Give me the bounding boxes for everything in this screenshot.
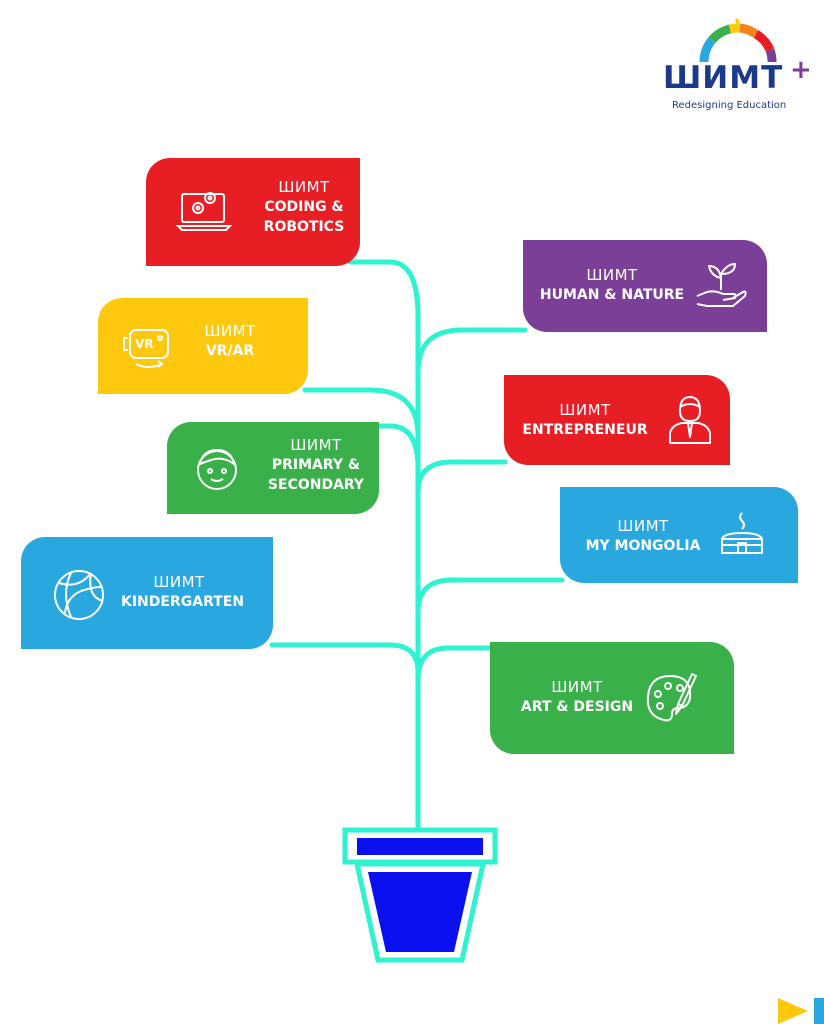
branch-art [415, 645, 495, 683]
card-coding-robotics[interactable]: ШИМТ CODING & ROBOTICS [146, 158, 360, 266]
card-brand: ШИМТ [551, 678, 603, 696]
card-brand: ШИМТ [290, 436, 342, 454]
card-brand: ШИМТ [617, 517, 669, 535]
branch-mongolia [415, 577, 565, 615]
card-brand: ШИМТ [559, 401, 611, 419]
branch-vrar [302, 387, 421, 439]
rainbow-arch-icon [699, 18, 777, 63]
palette-brush-icon [646, 673, 697, 722]
card-my-mongolia[interactable]: ШИМТ MY MONGOLIA [560, 487, 798, 583]
card-human-nature[interactable]: ШИМТ HUMAN & NATURE [523, 240, 767, 332]
card-title-line1: CODING & [264, 199, 344, 215]
corner-arrow-icon [778, 998, 824, 1024]
card-entrepreneur[interactable]: ШИМТ ENTREPRENEUR [504, 375, 730, 465]
hand-sprout-icon [696, 263, 747, 307]
card-title-line2: ROBOTICS [263, 219, 345, 235]
branch-entrepreneur [415, 459, 508, 495]
card-vr-ar[interactable]: VR ШИМТ VR/AR [98, 298, 308, 394]
businessman-icon [669, 396, 711, 444]
card-kindergarten[interactable]: ШИМТ KINDERGARTEN [21, 537, 273, 649]
card-title-line1: ART & DESIGN [520, 699, 634, 715]
card-brand: ШИМТ [153, 573, 205, 591]
card-art-design[interactable]: ШИМТ ART & DESIGN [490, 642, 734, 754]
card-title-line2: SECONDARY [267, 477, 365, 493]
branch-human [415, 327, 528, 375]
card-title-line1: ENTREPRENEUR [522, 422, 648, 438]
logo-plus: + [790, 55, 812, 85]
card-brand: ШИМТ [204, 322, 256, 340]
svg-text:VR: VR [135, 337, 154, 351]
card-title-line1: HUMAN & NATURE [539, 287, 685, 303]
branch-coding [347, 259, 421, 319]
laptop-gears-icon [176, 192, 232, 231]
card-title-line1: VR/AR [205, 343, 255, 359]
flower-pot [342, 827, 498, 963]
card-primary-secondary[interactable]: ШИМТ PRIMARY & SECONDARY [167, 422, 379, 514]
ball-icon [54, 570, 104, 620]
branch-primary [372, 423, 421, 471]
logo-wordmark: ШИМТ [663, 60, 784, 96]
logo-tagline: Redesigning Education [672, 100, 787, 111]
branch-kinder [269, 642, 421, 675]
card-title-line1: KINDERGARTEN [121, 594, 245, 610]
card-title-line1: MY MONGOLIA [585, 538, 701, 554]
ger-tent-icon [721, 512, 763, 554]
vr-headset-icon: VR [123, 329, 169, 368]
boy-face-icon [197, 448, 237, 490]
card-brand: ШИМТ [586, 266, 638, 284]
card-title-line1: PRIMARY & [271, 457, 361, 473]
card-brand: ШИМТ [278, 178, 330, 196]
